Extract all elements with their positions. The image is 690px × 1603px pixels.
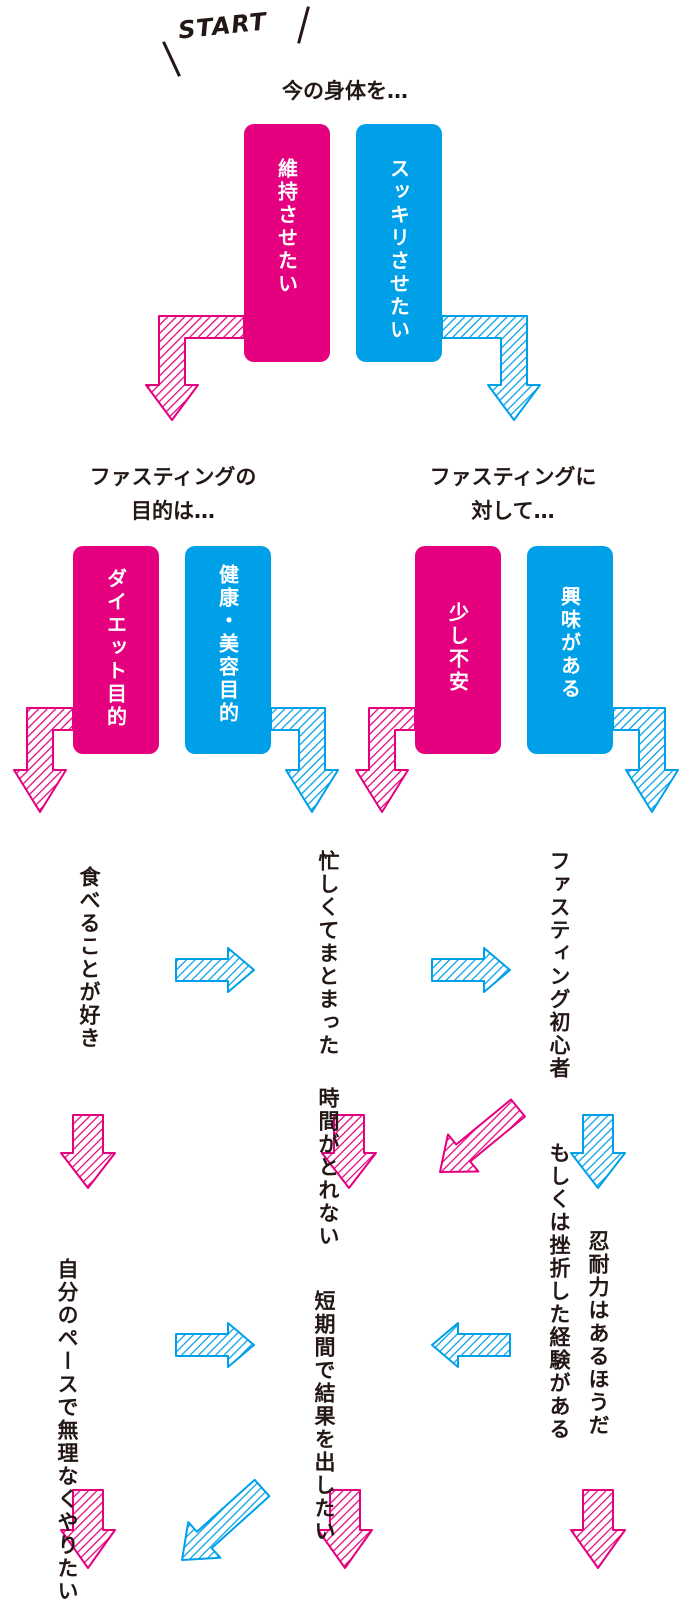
node-beginner-line1: ファスティング初心者 xyxy=(547,850,571,1080)
question-attitude-line1: ファスティングに xyxy=(429,465,597,489)
question-purpose-line1: ファスティングの xyxy=(89,465,257,489)
arrow-short-diag xyxy=(181,1478,271,1561)
choice-interested-label: 興味がある xyxy=(557,586,582,701)
choice-maintain-label: 維持させたい xyxy=(274,158,299,296)
node-short-term: 短期間で結果を出したい xyxy=(304,1238,344,1543)
arrow-health-down xyxy=(270,707,339,813)
choice-anxious-box[interactable]: 少し不安 xyxy=(415,546,501,754)
question-body: 今の身体を… xyxy=(245,74,445,108)
node-short-term-line1: 短期間で xyxy=(312,1290,336,1382)
node-beginner: ファスティング初心者もしくは挫折した経験がある xyxy=(539,850,579,1441)
arrow-food-to-busy xyxy=(175,947,255,993)
question-purpose: ファスティングの 目的は… xyxy=(58,460,288,528)
choice-diet-box[interactable]: ダイエット目的 xyxy=(73,546,159,754)
question-attitude-line2: 対して… xyxy=(471,499,555,523)
choice-anxious-label: 少し不安 xyxy=(445,602,470,694)
node-own-pace: 自分のペースで無理なくやりたい xyxy=(47,1242,87,1603)
arrow-patient-to-short xyxy=(431,1322,511,1368)
arrow-beginner-down xyxy=(570,1114,626,1189)
choice-slim-label: スッキリさせたい xyxy=(386,158,411,342)
node-beginner-line2: もしくは xyxy=(547,1142,571,1234)
choice-health-box[interactable]: 健康・美容目的 xyxy=(185,546,271,754)
node-patient-text: 忍耐力はあるほうだ xyxy=(586,1230,610,1437)
arrow-busy-down xyxy=(321,1114,377,1189)
question-body-text: 今の身体を… xyxy=(282,79,408,103)
question-attitude: ファスティングに 対して… xyxy=(398,460,628,528)
arrow-pace-to-short xyxy=(175,1322,255,1368)
node-likes-food-text: 食べることが好き xyxy=(77,866,101,1050)
choice-health-label: 健康・美容目的 xyxy=(215,564,240,725)
node-busy-line2: 時間がとれない xyxy=(316,1087,340,1248)
arrow-pace-down xyxy=(60,1489,116,1569)
node-short-term-line2: 結果を出したい xyxy=(312,1382,336,1543)
arrow-anxious-down xyxy=(355,707,416,813)
choice-interested-box[interactable]: 興味がある xyxy=(527,546,613,754)
choice-maintain-box[interactable]: 維持させたい xyxy=(244,124,330,362)
node-busy-line1: 忙しくてまとまった xyxy=(316,850,340,1057)
node-beginner-line3: 挫折した経験がある xyxy=(547,1234,571,1441)
arrow-slim-to-attitude xyxy=(441,315,541,421)
node-busy: 忙しくてまとまった時間がとれない xyxy=(308,850,348,1248)
node-own-pace-line1: 自分のペースで xyxy=(55,1258,79,1419)
choice-slim-box[interactable]: スッキリさせたい xyxy=(356,124,442,362)
arrow-maintain-to-purpose xyxy=(145,315,245,421)
arrow-diet-down xyxy=(13,707,74,813)
node-likes-food: 食べることが好き xyxy=(69,866,109,1050)
arrow-busy-to-beginner xyxy=(431,947,511,993)
question-purpose-line2: 目的は… xyxy=(131,499,215,523)
node-own-pace-line2: 無理なくやりたい xyxy=(55,1419,79,1603)
arrow-beginner-diag xyxy=(439,1098,526,1173)
arrow-short-down xyxy=(317,1489,373,1569)
arrow-patient-down xyxy=(570,1489,626,1569)
node-patient: 忍耐力はあるほうだ xyxy=(578,1230,618,1437)
arrow-food-down xyxy=(60,1114,116,1189)
arrow-interested-down xyxy=(612,707,679,813)
choice-diet-label: ダイエット目的 xyxy=(103,568,128,729)
